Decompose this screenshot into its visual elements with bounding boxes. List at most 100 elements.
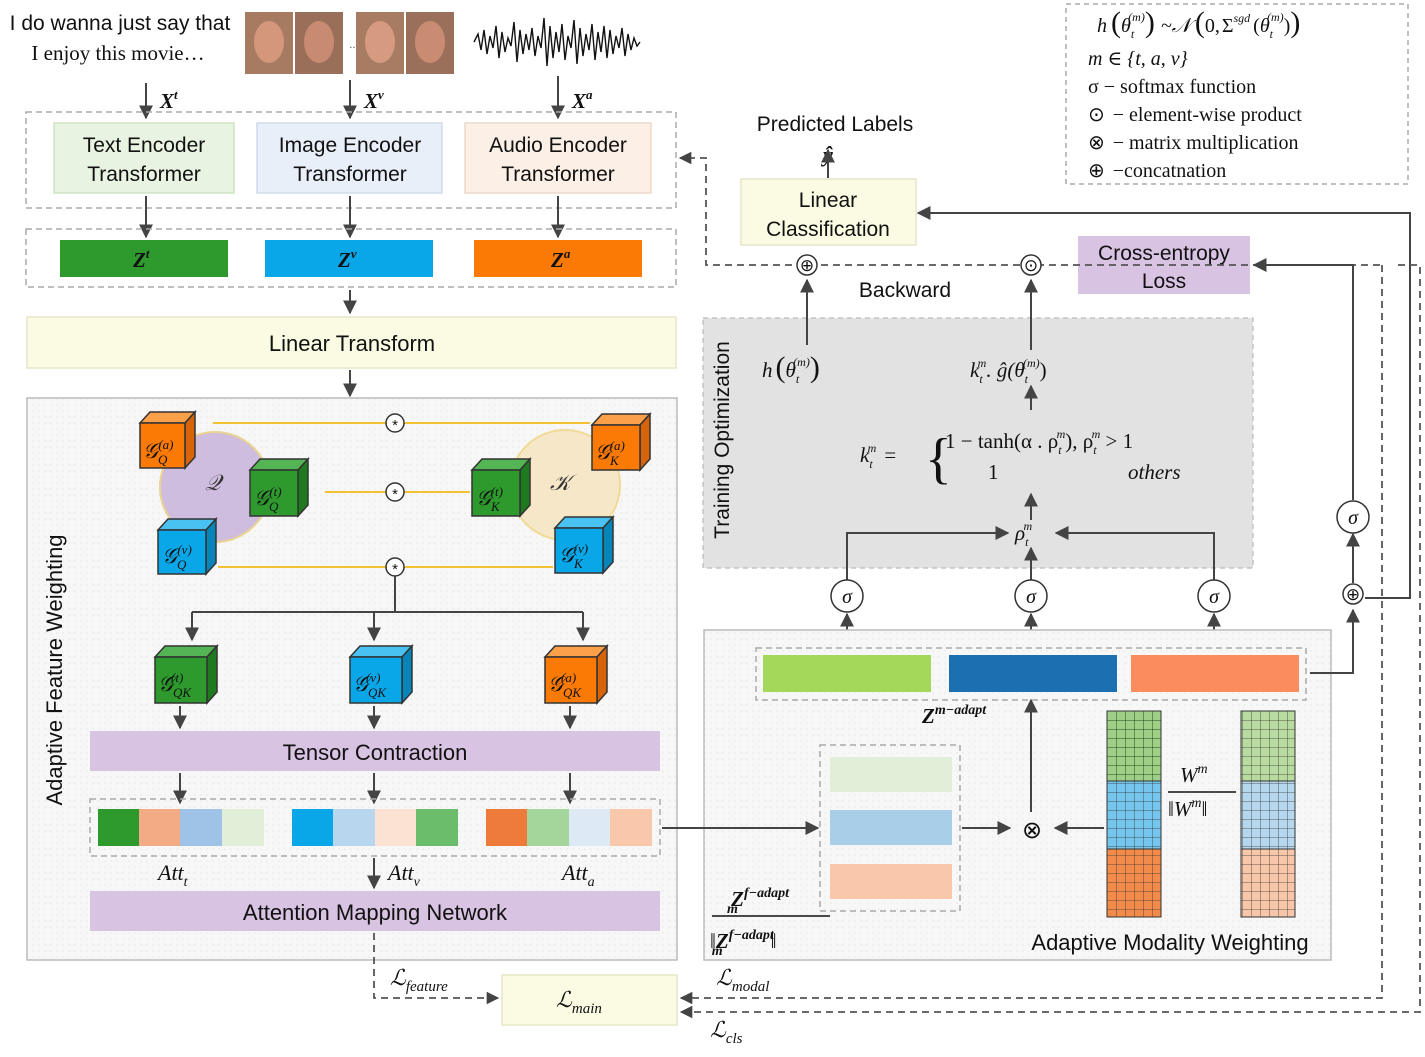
q-label: 𝒬 <box>205 470 224 495</box>
legend-odot: ⊙− element-wise product <box>1088 102 1302 126</box>
sigma-node-left: σ <box>830 579 864 613</box>
legend-box <box>1065 3 1409 185</box>
modal-loss-label: ℒmodal <box>716 965 769 995</box>
att-a-label: Atta <box>560 860 595 890</box>
training-optimization-panel <box>702 317 1254 569</box>
svg-text:𝒢Q(t): 𝒢Q(t) <box>254 484 282 514</box>
svg-text:⊙: ⊙ <box>1024 256 1038 276</box>
cls-loss-label: ℒcls <box>710 1017 743 1047</box>
svg-text:Wm: Wm <box>1180 762 1208 787</box>
feature-group <box>25 228 677 288</box>
input-text-line1: I do wanna just say that <box>10 12 231 35</box>
case-2-others: others <box>1128 460 1181 484</box>
audio-encoder-box <box>464 122 652 194</box>
att-t-label: Attt <box>156 860 189 890</box>
att-v-strip <box>292 809 458 846</box>
svg-text:⊕: ⊕ <box>800 256 814 276</box>
linear-classification-label-1: Linear <box>799 189 857 212</box>
cross-entropy-label-2: Loss <box>1142 270 1186 293</box>
cases-brace: { <box>925 428 952 490</box>
w-normalization: Wm ‖Wm‖ <box>1168 762 1236 821</box>
svg-text:𝒢QK(v): 𝒢QK(v) <box>353 670 387 700</box>
image-encoder-label-1: Image Encoder <box>279 134 421 157</box>
linear-transform-label: Linear Transform <box>269 331 435 356</box>
svg-text:*: * <box>392 486 398 503</box>
svg-text:σ: σ <box>842 586 853 608</box>
face-thumbnails: … <box>245 12 454 74</box>
z-audio-bar <box>474 240 642 277</box>
sigma-node-right: σ <box>1197 579 1231 613</box>
legend-otimes: ⊗− matrix multiplication <box>1088 130 1298 154</box>
att-t-strip <box>98 809 264 846</box>
attention-mapping-label: Attention Mapping Network <box>243 900 508 925</box>
tensor-contraction-label: Tensor Contraction <box>283 740 468 765</box>
attention-mapping-box <box>90 891 660 931</box>
tensor-contraction-box <box>90 731 660 771</box>
k-g-expr: ktm. ĝ(θt(m)) <box>970 356 1047 386</box>
text-encoder-label-1: Text Encoder <box>83 134 206 157</box>
image-encoder-box <box>256 122 443 194</box>
z-adapt-group <box>755 647 1307 701</box>
svg-text:𝒢K(a): 𝒢K(a) <box>595 438 625 468</box>
linear-transform-box <box>26 316 677 369</box>
predicted-labels: Predicted Labels <box>757 113 913 136</box>
legend-oplus: ⊕−concatnation <box>1088 158 1226 182</box>
sigma-node-concat: σ <box>1336 500 1370 534</box>
cube-gqk-v: 𝒢QK(v) <box>348 644 414 705</box>
attention-group <box>89 798 661 857</box>
svg-text:*: * <box>392 561 398 578</box>
audio-encoder-label-2: Transformer <box>501 163 615 186</box>
z-audio-label: Za <box>550 246 571 272</box>
svg-text:𝒢Q(v): 𝒢Q(v) <box>162 542 192 572</box>
main-loss-box <box>501 974 678 1026</box>
svg-text:‖Wm‖: ‖Wm‖ <box>1168 796 1207 821</box>
weight-matrix-raw <box>1106 710 1162 918</box>
cube-gqk-t: 𝒢QK(t) <box>153 644 219 705</box>
z-adapt-text-bar <box>763 655 931 692</box>
cube-gq-v: 𝒢Q(v) <box>156 517 218 576</box>
f-adapt-text-bar <box>830 757 952 792</box>
svg-text:𝒢K(v): 𝒢K(v) <box>559 541 588 571</box>
k-eq-lhs: ktm= <box>860 441 896 471</box>
svg-text:𝒢QK(t): 𝒢QK(t) <box>158 670 192 700</box>
weight-matrix-normalized <box>1240 710 1296 918</box>
h-theta-expr: h(θt(m)) <box>762 351 820 386</box>
input-text-line2: I enjoy this movie… <box>31 41 204 65</box>
f-adapt-audio-bar <box>830 864 952 899</box>
oplus-node-backward: ⊕ <box>796 254 818 276</box>
audio-waveform <box>473 17 641 67</box>
f-adapt-image-bar <box>830 810 952 845</box>
z-image-label: Zv <box>337 246 357 272</box>
star-node-mid: * <box>385 482 405 503</box>
oplus-node-right: ⊕ <box>1342 583 1364 605</box>
frames-ellipsis: … <box>349 40 359 51</box>
audio-encoder-label-1: Audio Encoder <box>489 134 627 157</box>
linear-classification-box <box>740 178 917 246</box>
sigma-node-mid: σ <box>1014 579 1048 613</box>
z-adapt-label: Zm−adapt <box>921 703 987 728</box>
legend-m-set: m ∈ {t, a, v} <box>1088 48 1188 70</box>
case-1: 1 − tanh(α . ρtm), ρtm > 1 <box>945 427 1133 457</box>
f-adapt-group <box>819 744 961 912</box>
cross-entropy-label-1: Cross-entropy <box>1098 242 1230 265</box>
z-text-bar <box>60 240 228 277</box>
z-image-bar <box>265 240 433 277</box>
image-encoder-label-2: Transformer <box>293 163 407 186</box>
text-encoder-box <box>53 122 235 194</box>
z-adapt-image-bar <box>949 655 1117 692</box>
svg-text:𝒢QK(a): 𝒢QK(a) <box>548 670 582 700</box>
cube-gk-a: 𝒢K(a) <box>590 412 652 472</box>
cube-gk-v: 𝒢K(v) <box>553 515 615 575</box>
cube-gq-a: 𝒢Q(a) <box>138 410 197 470</box>
feature-loss-label: ℒfeature <box>390 965 448 995</box>
svg-text:σ: σ <box>1348 507 1359 529</box>
z-text-label: Zt <box>132 246 150 272</box>
rho-node: ρtm <box>1014 519 1032 549</box>
backward-label: Backward <box>859 279 951 302</box>
odot-node-backward: ⊙ <box>1020 254 1042 276</box>
training-optimization-title: Training Optimization <box>711 341 734 539</box>
x-text-label: Xt <box>159 87 178 113</box>
